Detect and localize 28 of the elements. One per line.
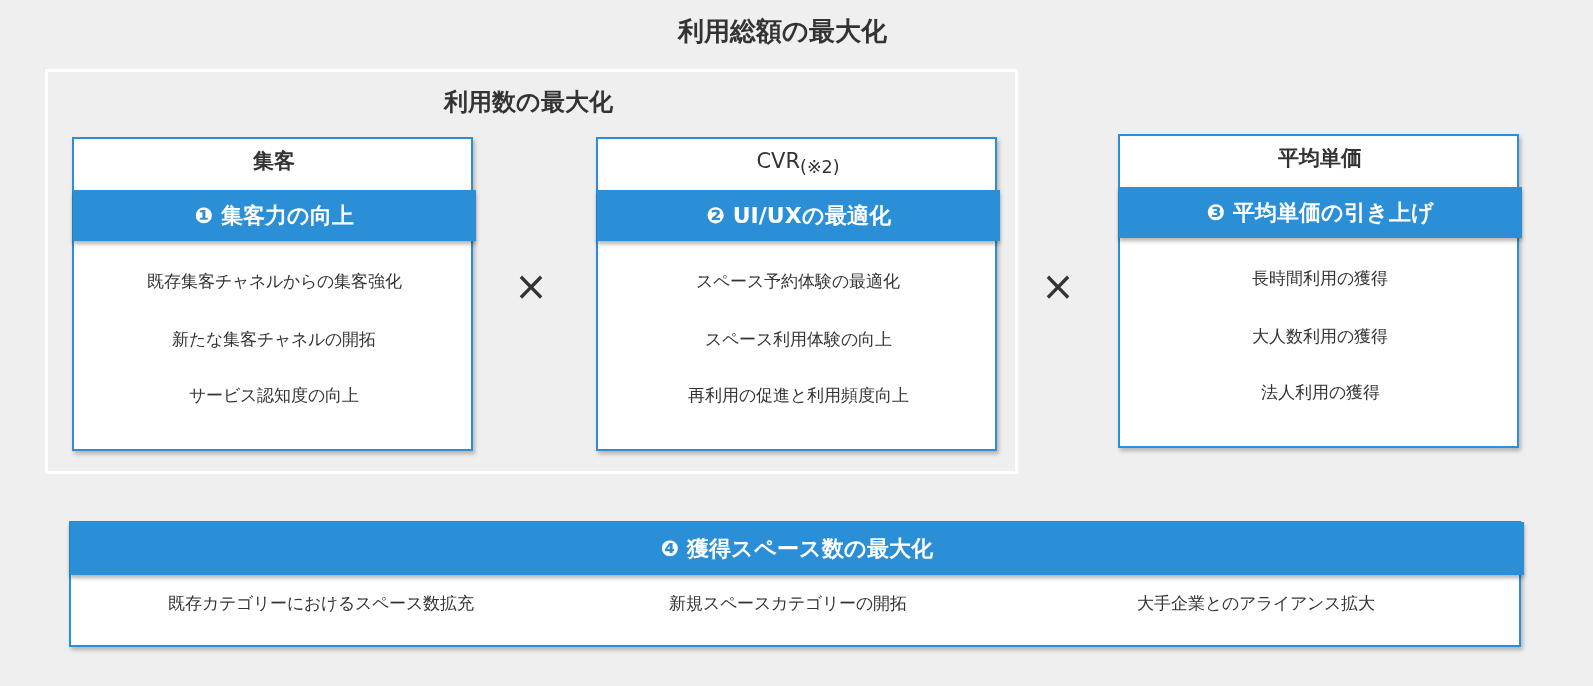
- list-item: 既存カテゴリーにおけるスペース数拡充: [168, 593, 474, 614]
- list-item: サービス認知度の向上: [189, 385, 359, 406]
- group-frame: [45, 69, 1018, 474]
- title-banner: ❸ 平均単価の引き上げ: [1119, 187, 1522, 238]
- card-heading: 平均単価: [1278, 146, 1362, 172]
- list-item: スペース利用体験の向上: [704, 329, 892, 350]
- list-item: 既存集客チャネルからの集客強化: [146, 271, 402, 292]
- card: [596, 137, 997, 451]
- list-item: 大人数利用の獲得: [1252, 326, 1388, 347]
- times-sign: ×: [1041, 262, 1075, 310]
- title-banner: ❶ 集客力の向上: [73, 190, 476, 241]
- list-item: スペース予約体験の最適化: [696, 271, 900, 292]
- card-heading: 集客: [253, 149, 295, 175]
- list-item: 新たな集客チャネルの開拓: [172, 329, 376, 350]
- card-heading: CVR$_{(※2)}$: [756, 149, 840, 179]
- panel-title: 利用総額の最大化: [677, 16, 887, 48]
- card: [72, 137, 473, 451]
- list-item: 再利用の促進と利用頻度向上: [687, 385, 909, 406]
- list-item: 新規スペースカテゴリーの開拓: [669, 593, 907, 614]
- list-item: 大手企業とのアライアンス拡大: [1137, 593, 1375, 614]
- card: [1118, 134, 1519, 448]
- card: [69, 521, 1521, 647]
- list-item: 長時間利用の獲得: [1252, 268, 1388, 289]
- title-banner: ❹ 獲得スペース数の最大化: [70, 522, 1524, 575]
- list-item: 法人利用の獲得: [1260, 382, 1380, 403]
- title-banner: ❷ UI/UXの最適化: [597, 190, 1000, 241]
- group-title: 利用数の最大化: [443, 88, 613, 117]
- times-sign: ×: [514, 262, 548, 310]
